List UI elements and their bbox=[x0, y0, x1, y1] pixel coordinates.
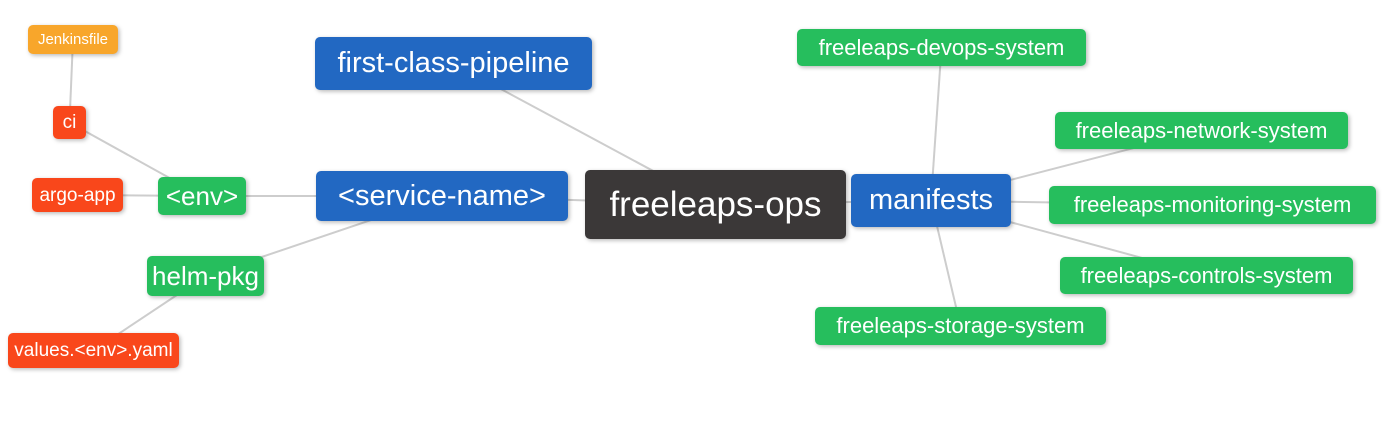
node-label: freeleaps-network-system bbox=[1075, 117, 1328, 143]
node-manifests[interactable]: manifests bbox=[851, 174, 1011, 227]
node-freeleaps-controls-system[interactable]: freeleaps-controls-system bbox=[1060, 257, 1353, 294]
node-argo-app[interactable]: argo-app bbox=[32, 178, 123, 212]
node-label: <service-name> bbox=[338, 179, 546, 212]
node-label: freeleaps-storage-system bbox=[836, 313, 1085, 338]
node-freeleaps-storage-system[interactable]: freeleaps-storage-system bbox=[815, 307, 1106, 345]
node-ci[interactable]: ci bbox=[53, 106, 86, 139]
node-label: freeleaps-controls-system bbox=[1080, 262, 1333, 288]
node-helm-pkg[interactable]: helm-pkg bbox=[147, 256, 264, 296]
node-label: helm-pkg bbox=[152, 261, 259, 291]
node-label: values.<env>.yaml bbox=[14, 340, 173, 361]
node-values-env-yaml[interactable]: values.<env>.yaml bbox=[8, 333, 179, 368]
node-label: <env> bbox=[165, 181, 239, 211]
node-label: freeleaps-monitoring-system bbox=[1073, 192, 1352, 217]
node-label: freeleaps-devops-system bbox=[818, 34, 1065, 60]
node-freeleaps-ops[interactable]: freeleaps-ops bbox=[585, 170, 846, 239]
node-freeleaps-network-system[interactable]: freeleaps-network-system bbox=[1055, 112, 1348, 149]
node-freeleaps-monitoring-system[interactable]: freeleaps-monitoring-system bbox=[1049, 186, 1376, 224]
node-label: ci bbox=[62, 112, 77, 133]
node-freeleaps-devops-system[interactable]: freeleaps-devops-system bbox=[797, 29, 1086, 66]
node-jenkinsfile[interactable]: Jenkinsfile bbox=[28, 25, 118, 54]
node-env[interactable]: <env> bbox=[158, 177, 246, 215]
node-label: Jenkinsfile bbox=[37, 31, 109, 48]
node-label: argo-app bbox=[39, 184, 116, 206]
node-service-name[interactable]: <service-name> bbox=[316, 171, 568, 221]
node-label: first-class-pipeline bbox=[337, 47, 570, 79]
node-label: manifests bbox=[868, 184, 994, 216]
node-first-class-pipeline[interactable]: first-class-pipeline bbox=[315, 37, 592, 90]
node-label: freeleaps-ops bbox=[609, 185, 822, 224]
